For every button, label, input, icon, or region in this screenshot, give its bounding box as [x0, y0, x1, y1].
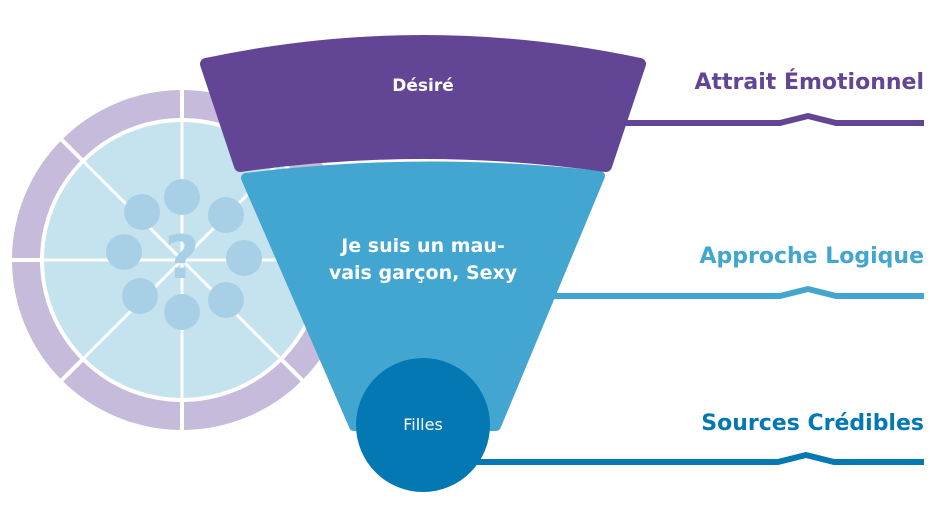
- side-label-emotional: Attrait Émotionnel: [694, 70, 925, 95]
- connector-line-logical: [548, 286, 924, 299]
- funnel-tier-top: [200, 35, 646, 172]
- connector-line-emotional: [620, 113, 924, 126]
- side-label-credible: Sources Crédibles: [701, 411, 924, 436]
- wheel-question-mark: ?: [165, 223, 200, 293]
- funnel-tier-middle: [241, 161, 605, 431]
- connector-line-credible: [470, 452, 924, 465]
- tier-label-bottom: Filles: [403, 415, 443, 434]
- connector-lines: [470, 113, 924, 465]
- side-label-logical: Approche Logique: [699, 244, 924, 269]
- funnel-tier-bottom-circle: [356, 358, 490, 492]
- tier-label-middle: Je suis un mau- vais garçon, Sexy: [328, 235, 518, 284]
- tier-label-desire: Désiré: [392, 76, 454, 96]
- wheel-dots: [106, 179, 262, 330]
